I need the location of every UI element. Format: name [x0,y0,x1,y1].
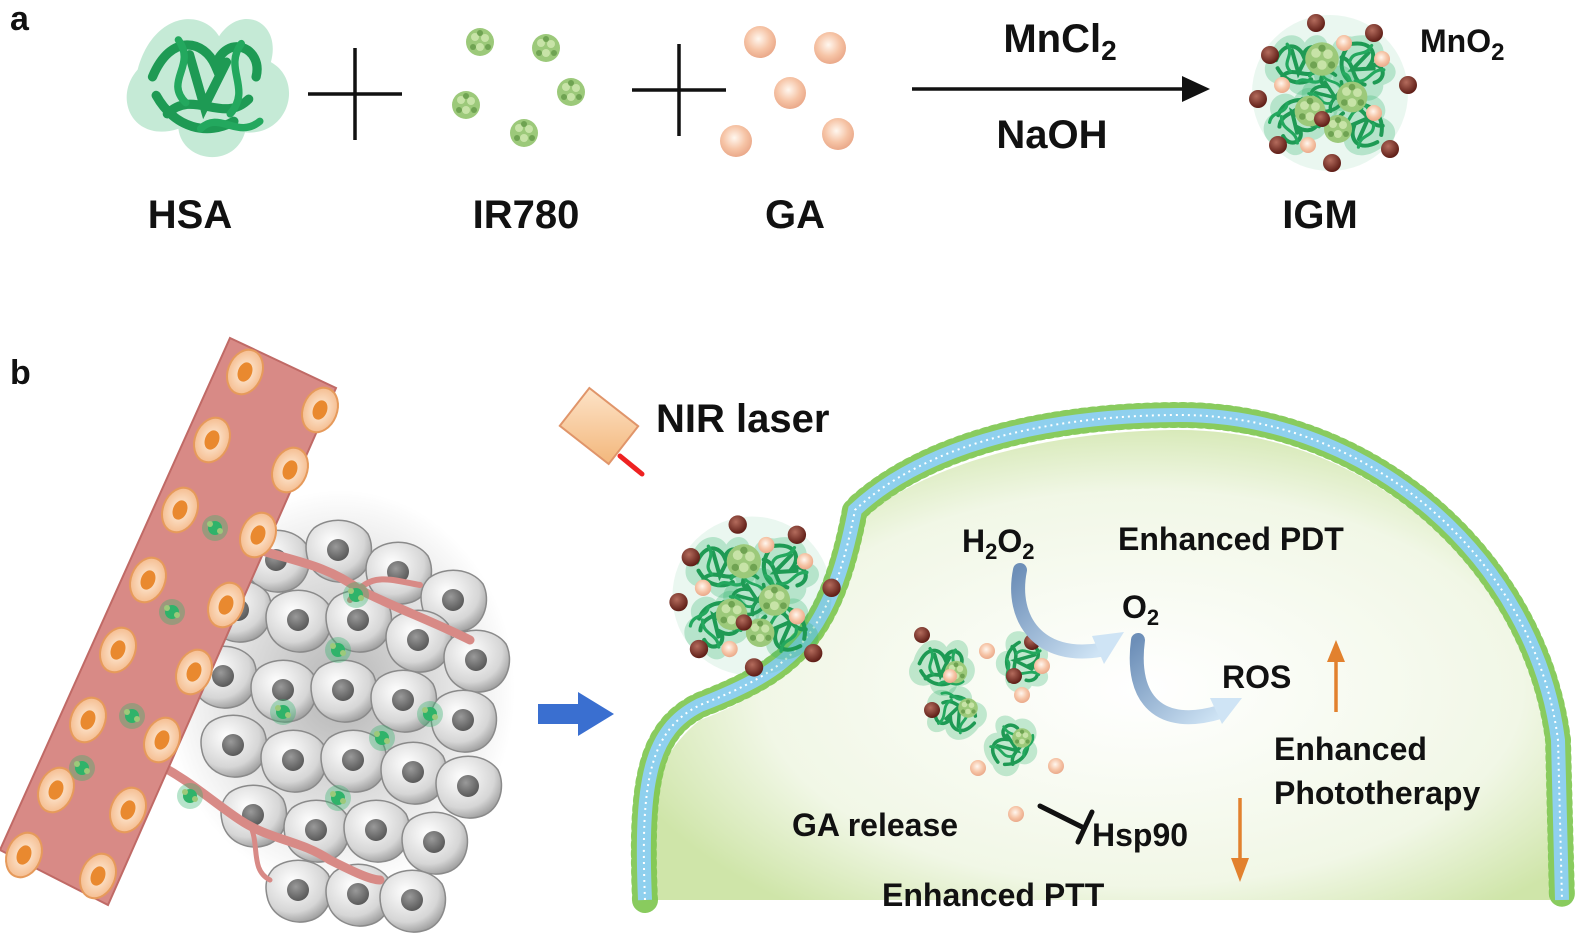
panel-b: b [0,336,1575,933]
ros-label: ROS [1222,659,1291,695]
cell-cytoplasm [643,430,1550,900]
igm-nanoparticle-icon [669,515,840,676]
enhanced-phototherapy-label-line2: Phototherapy [1274,775,1480,811]
nir-laser-label: NIR laser [656,397,829,441]
o2-label: O2 [1122,589,1159,630]
hsa-protein-icon [127,19,289,157]
naoh-label: NaOH [996,113,1107,157]
mno2-label: MnO2 [1420,23,1504,66]
panel-b-label: b [10,354,31,392]
process-arrow-icon [538,692,614,736]
enhanced-ptt-label: Enhanced PTT [882,877,1105,913]
ir780-molecule-icon [452,28,585,147]
panel-a: a HSA IR780 [10,0,1504,237]
igm-label: IGM [1282,193,1358,237]
igm-nanoparticle-icon [1249,14,1417,172]
hsp90-label: Hsp90 [1092,817,1188,853]
reaction-arrow [912,76,1210,102]
h2o2-to-o2-arrow-icon [1011,563,1124,664]
ga-sphere-icon [720,26,854,157]
enhanced-pdt-label: Enhanced PDT [1118,521,1344,557]
ga-label: GA [765,193,825,237]
h2o2-label: H2O2 [962,523,1035,564]
panel-a-label: a [10,0,30,38]
o2-to-ros-arrow-icon [1129,633,1242,725]
ir780-label: IR780 [473,193,580,237]
inhibition-symbol-icon [1037,803,1095,845]
plus-icon [308,48,402,140]
cell-membrane [630,401,1575,913]
nir-laser-icon [558,386,645,477]
increase-arrow-icon [1327,640,1345,712]
hsa-label: HSA [148,193,232,237]
plus-icon [632,44,726,136]
enhanced-phototherapy-label-line1: Enhanced [1274,731,1427,767]
ga-release-label: GA release [792,807,958,843]
decrease-arrow-icon [1231,798,1249,882]
mncl2-label: MnCl2 [1003,17,1116,66]
disassembled-particles [907,627,1064,822]
